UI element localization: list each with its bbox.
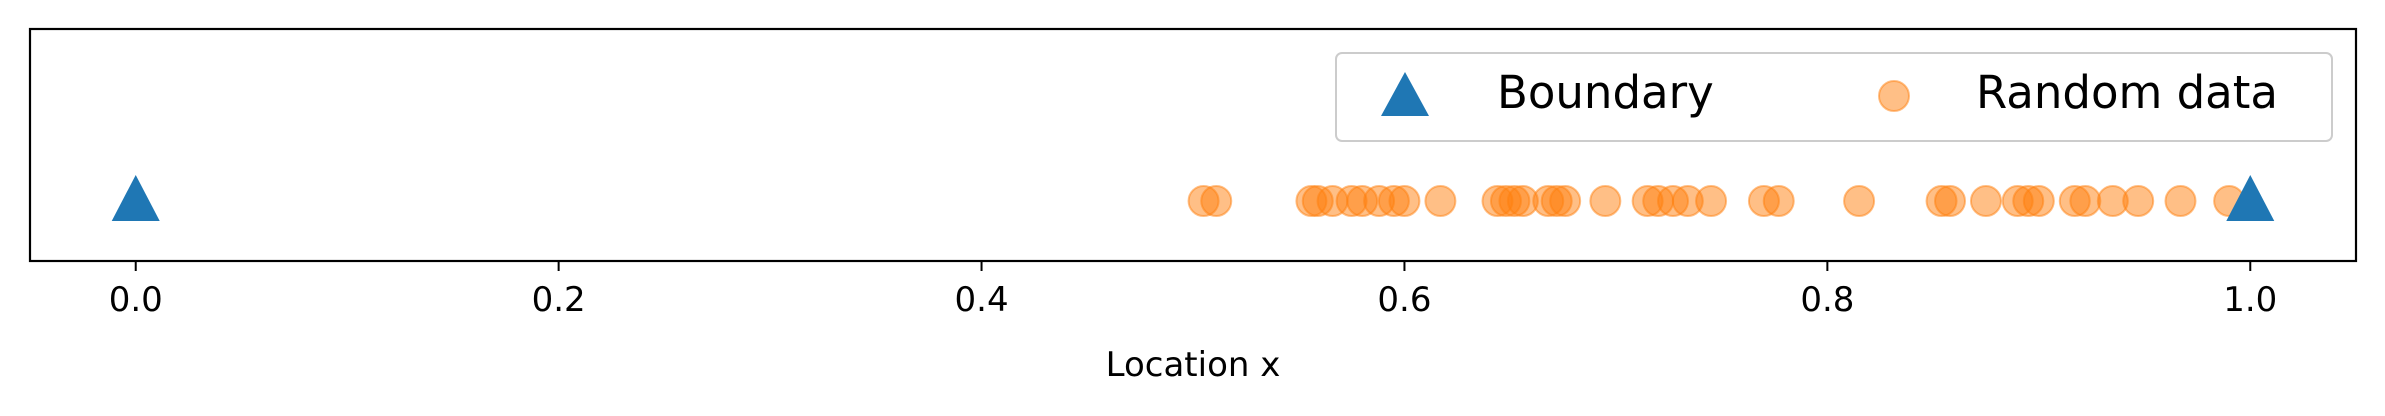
random-data-point: [1934, 185, 1967, 217]
random-data-point: [2164, 185, 2197, 217]
random-data-point: [1388, 185, 1421, 217]
plot-frame: [28, 27, 2358, 263]
random-data-point: [1762, 185, 1795, 217]
random-data-point: [1200, 185, 1233, 217]
legend-label-boundary: Boundary: [1497, 66, 1714, 119]
legend-label-random-data: Random data: [1976, 66, 2278, 119]
x-axis-label: Location x: [1106, 345, 1281, 385]
x-tick-label: 0.2: [532, 280, 586, 320]
x-tick-label: 0.8: [1800, 280, 1854, 320]
legend-frame: [1335, 52, 2333, 142]
boundary-point: [111, 175, 160, 221]
random-data-point: [2122, 185, 2155, 217]
random-data-point: [1589, 185, 1622, 217]
legend: Boundary Random data: [1335, 52, 2333, 142]
random-data-point: [1695, 185, 1728, 217]
boundary-point: [2226, 175, 2275, 221]
x-tick-label: 0.6: [1377, 280, 1431, 320]
random-data-point: [1549, 185, 1582, 217]
random-data-point: [1843, 185, 1876, 217]
legend-circle-marker: [1878, 80, 1910, 112]
random-data-point: [1424, 185, 1457, 217]
x-tick-label: 0.0: [109, 280, 163, 320]
x-tick-label: 1.0: [2223, 280, 2277, 320]
random-data-point: [2069, 185, 2102, 217]
x-tick-label: 0.4: [955, 280, 1009, 320]
legend-triangle-marker: [1381, 72, 1429, 116]
random-data-point: [2022, 185, 2055, 217]
random-data-point: [1969, 185, 2002, 217]
x-axis: 0.0 0.2 0.4 0.6 0.8 1.0: [109, 261, 2277, 320]
data-marks: [111, 175, 2275, 221]
